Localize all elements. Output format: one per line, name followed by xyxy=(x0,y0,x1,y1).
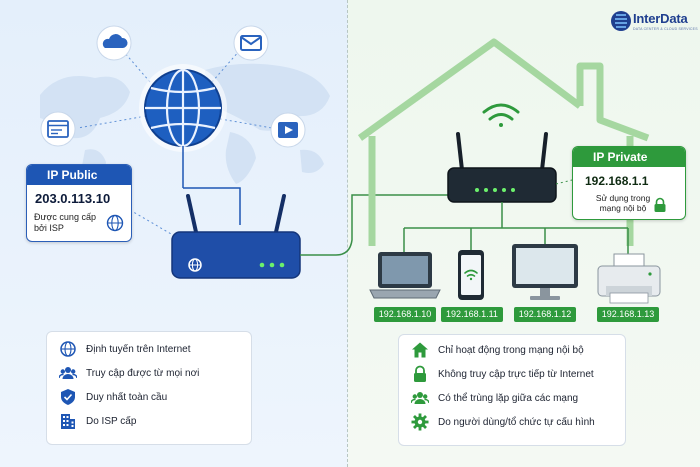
brand: InterData DATA CENTER & CLOUD SERVICES xyxy=(611,9,698,35)
interdata-logo-icon xyxy=(611,11,631,31)
public-ip-title: IP Public xyxy=(27,165,131,185)
private-router-icon xyxy=(447,132,557,203)
private-card-link xyxy=(555,179,573,185)
printer-icon xyxy=(597,253,661,304)
shield-check-icon xyxy=(61,389,75,405)
feature-text: Định tuyến trên Internet xyxy=(86,343,191,355)
laptop-icon xyxy=(369,252,441,299)
wan-link-line xyxy=(300,194,448,256)
public-ip-note: Được cung cấp bởi ISP xyxy=(34,212,96,233)
feature-text: Có thể trùng lặp giữa các mạng xyxy=(438,392,579,404)
feature-text: Do người dùng/tổ chức tự cấu hình xyxy=(438,416,595,428)
list-item: Do người dùng/tổ chức tự cấu hình xyxy=(411,412,595,432)
lan-tree-lines xyxy=(403,202,629,254)
brand-tagline: DATA CENTER & CLOUD SERVICES xyxy=(633,27,698,31)
public-ip-card: IP Public 203.0.113.10 Được cung cấp bởi… xyxy=(26,164,132,242)
feature-text: Truy cập được từ mọi nơi xyxy=(86,367,200,379)
feature-text: Chỉ hoạt động trong mạng nội bộ xyxy=(438,344,584,356)
brand-name: InterData xyxy=(633,11,688,26)
gear-icon xyxy=(411,413,429,431)
private-ip-card: IP Private 192.168.1.1 Sử dụng trong mạn… xyxy=(572,146,686,220)
list-item: Duy nhất toàn cầu xyxy=(59,387,167,407)
desktop-monitor-icon xyxy=(512,244,578,300)
private-ip-title: IP Private xyxy=(573,147,685,167)
cloud-service-icon xyxy=(96,25,132,61)
video-service-icon xyxy=(270,112,306,148)
feature-text: Do ISP cấp xyxy=(86,415,137,427)
list-item: Có thể trùng lặp giữa các mạng xyxy=(411,388,578,408)
lock-icon xyxy=(414,365,426,382)
device-ip-printer: 192.168.1.13 xyxy=(597,307,659,322)
center-divider xyxy=(347,0,348,467)
smartphone-icon xyxy=(458,250,484,300)
mail-service-icon xyxy=(233,25,269,61)
list-item: Do ISP cấp xyxy=(59,411,136,431)
globe-icon xyxy=(106,214,124,232)
feature-text: Không truy cập trực tiếp từ Internet xyxy=(438,368,594,380)
internet-links xyxy=(77,49,273,239)
device-ip-smartphone: 192.168.1.11 xyxy=(441,307,503,322)
device-ip-laptop: 192.168.1.10 xyxy=(374,307,436,322)
public-router-icon xyxy=(171,194,301,279)
list-item: Truy cập được từ mọi nơi xyxy=(59,363,199,383)
internet-globe-icon xyxy=(139,64,227,152)
public-features-card: Định tuyến trên Internet Truy cập được t… xyxy=(46,331,252,445)
list-item: Định tuyến trên Internet xyxy=(59,339,191,359)
list-item: Chỉ hoạt động trong mạng nội bộ xyxy=(411,340,584,360)
public-ip-address: 203.0.113.10 xyxy=(35,191,111,206)
private-ip-note: Sử dụng trong mạng nội bộ xyxy=(595,193,651,213)
private-ip-address: 192.168.1.1 xyxy=(585,174,649,188)
feature-text: Duy nhất toàn cầu xyxy=(86,391,168,403)
router-uplink-line xyxy=(183,187,241,225)
users-icon xyxy=(59,367,77,379)
device-ip-desktop: 192.168.1.12 xyxy=(514,307,576,322)
wifi-icon xyxy=(482,103,520,127)
lock-icon xyxy=(654,197,666,212)
globe-icon xyxy=(60,341,76,357)
world-map xyxy=(40,63,330,196)
browser-service-icon xyxy=(40,111,76,147)
private-features-card: Chỉ hoạt động trong mạng nội bộ Không tr… xyxy=(398,334,626,446)
list-item: Không truy cập trực tiếp từ Internet xyxy=(411,364,594,384)
home-icon xyxy=(412,342,428,358)
users-icon xyxy=(411,392,429,404)
building-icon xyxy=(61,414,75,429)
